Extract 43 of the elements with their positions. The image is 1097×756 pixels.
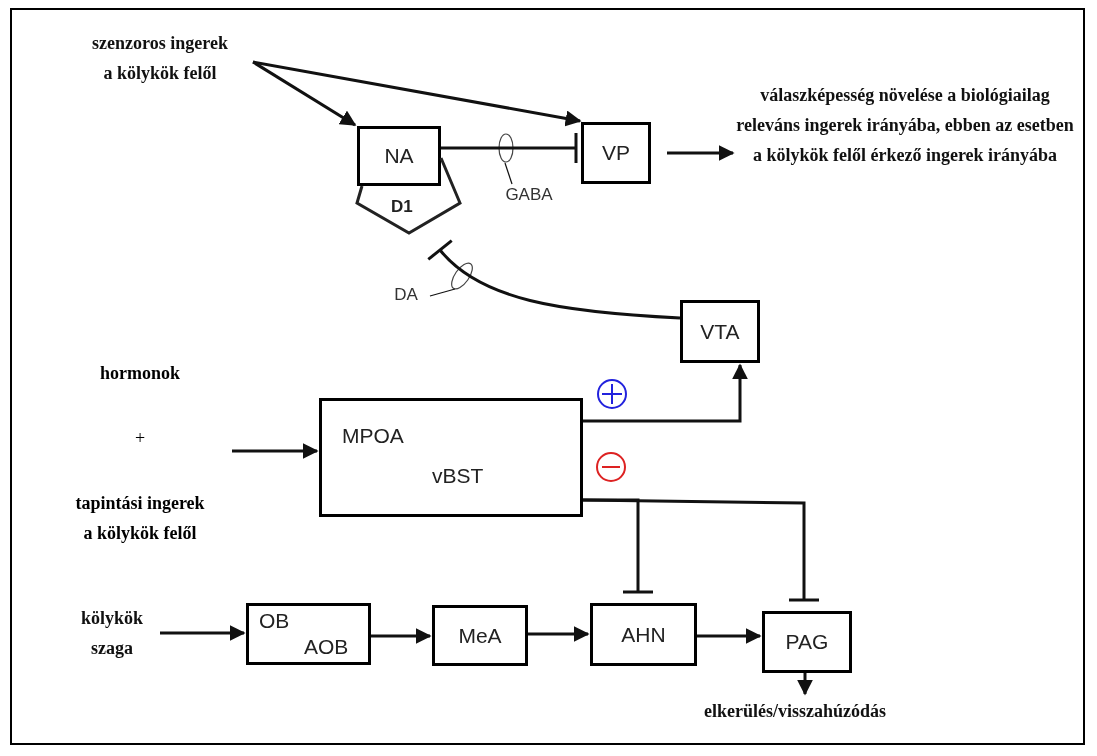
arrow [528, 626, 590, 642]
node-label: VP [602, 140, 630, 167]
arrow [371, 628, 432, 644]
brain-region-box [246, 603, 371, 665]
node-label: hormonok [100, 362, 180, 385]
inhibition-line [582, 498, 821, 602]
node-label: tapintási ingerek a kölykök felől [74, 492, 206, 545]
node-label: NA [384, 143, 414, 170]
inhibition-line [583, 498, 655, 594]
node-label: DA [394, 284, 418, 307]
node-label: MeA [458, 622, 502, 649]
arrow [797, 673, 813, 696]
node-label: elkerülés/visszahúzódás [704, 700, 886, 723]
node-label: + [134, 427, 146, 450]
leader-line [504, 162, 513, 185]
node-label: OB [259, 610, 290, 631]
node-label: GABA [505, 184, 553, 207]
inhibition-line [427, 238, 681, 320]
leader-line [429, 288, 456, 297]
node-label: AHN [621, 621, 666, 648]
brain-region-box [762, 611, 852, 673]
arrow [697, 628, 762, 644]
node-label: kölykök szaga [79, 607, 144, 660]
node-label: AOB [304, 636, 349, 657]
node-label: PAG [785, 629, 829, 656]
brain-region-box [581, 122, 651, 184]
brain-region-box [319, 398, 583, 517]
node-label: vBST [432, 465, 484, 486]
arrow [232, 443, 319, 459]
arrow [252, 60, 582, 127]
node-label: válaszképesség növelése a biológiailag releváns ingerek irányába, ebben az esetben a kölykök felől érkező ingerek irányába [735, 84, 1075, 167]
inhibition-line [441, 131, 578, 165]
arrow [667, 145, 735, 161]
brain-region-box [590, 603, 697, 666]
node-label: VTA [700, 318, 740, 345]
arrow [583, 363, 748, 423]
arrow [160, 625, 246, 641]
brain-region-box [680, 300, 760, 363]
brain-region-box [357, 126, 441, 186]
node-label: MPOA [342, 425, 404, 446]
brain-region-box [432, 605, 528, 666]
node-label: D1 [391, 196, 413, 218]
node-label: szenzoros ingerek a kölykök felől [91, 32, 229, 85]
